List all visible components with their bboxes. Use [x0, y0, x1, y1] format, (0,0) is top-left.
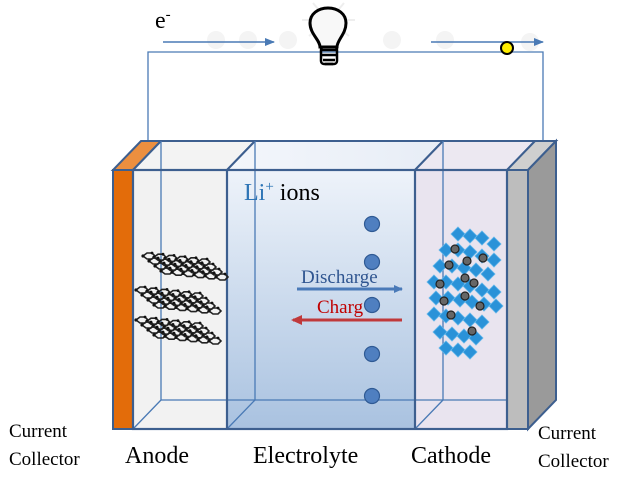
charge-label: Charg — [317, 297, 364, 318]
electrolyte-region — [227, 170, 415, 429]
octahedron — [450, 226, 466, 242]
cathode-current-collector — [506, 169, 529, 430]
graphite-layers-icon — [134, 251, 230, 345]
octahedron — [486, 236, 502, 252]
lithium-ion — [363, 296, 381, 314]
wire — [147, 51, 544, 141]
octahedron — [444, 326, 460, 342]
electrolyte-top — [224, 140, 446, 171]
octahedron — [426, 306, 442, 322]
octahedron — [474, 230, 490, 246]
discharge-label: Discharge — [301, 267, 378, 288]
lithium-atom — [446, 310, 456, 320]
lithium-ion — [363, 345, 381, 363]
octahedron — [468, 262, 484, 278]
external-circuit — [147, 38, 544, 141]
lithium-atom — [460, 291, 470, 301]
octahedron — [462, 228, 478, 244]
right-collector-label-line1: Current — [538, 423, 597, 444]
lithium-ion — [363, 215, 381, 233]
octahedron — [480, 266, 496, 282]
lithium-atom — [469, 278, 479, 288]
cathode-crystal-icon — [426, 226, 504, 360]
lithium-ion — [363, 387, 381, 405]
lithium-atom — [460, 273, 470, 283]
right-collector-label-line2: Collector — [538, 451, 609, 472]
graphite-sheet — [134, 315, 223, 345]
lithium-atom — [444, 260, 454, 270]
front-frame — [131, 168, 509, 431]
cathode-collector-side — [527, 138, 557, 432]
graphite-sheet — [134, 285, 223, 315]
lightbulb-icon — [302, 2, 355, 66]
electron-label: e- — [155, 7, 171, 34]
left-collector-label-line2: Collector — [9, 449, 80, 470]
lithium-atom — [475, 301, 485, 311]
octahedron — [488, 298, 504, 314]
electrolyte-label: Electrolyte — [253, 443, 358, 469]
lithium-atom — [478, 253, 488, 263]
lithium-atom — [435, 279, 445, 289]
octahedron — [450, 342, 466, 358]
lithium-ion — [363, 253, 381, 271]
faint-background-dots — [207, 31, 539, 51]
octahedron — [438, 340, 454, 356]
octahedron — [474, 314, 490, 330]
anode-label: Anode — [125, 443, 189, 469]
anode-current-collector — [112, 169, 134, 430]
cathode-label: Cathode — [411, 443, 491, 469]
electron-dot-icon — [500, 41, 514, 55]
octahedron — [462, 344, 478, 360]
lithium-atom — [439, 296, 449, 306]
octahedron — [486, 252, 502, 268]
lithium-atom — [467, 326, 477, 336]
lithium-ions — [363, 215, 381, 405]
left-collector-label-line1: Current — [9, 421, 68, 442]
graphite-sheet — [141, 251, 230, 281]
lithium-atom — [450, 244, 460, 254]
octahedron — [432, 324, 448, 340]
octahedron — [486, 284, 502, 300]
lithium-atom — [462, 256, 472, 266]
li-ions-label: Li+ions — [244, 179, 320, 206]
octahedron — [474, 282, 490, 298]
